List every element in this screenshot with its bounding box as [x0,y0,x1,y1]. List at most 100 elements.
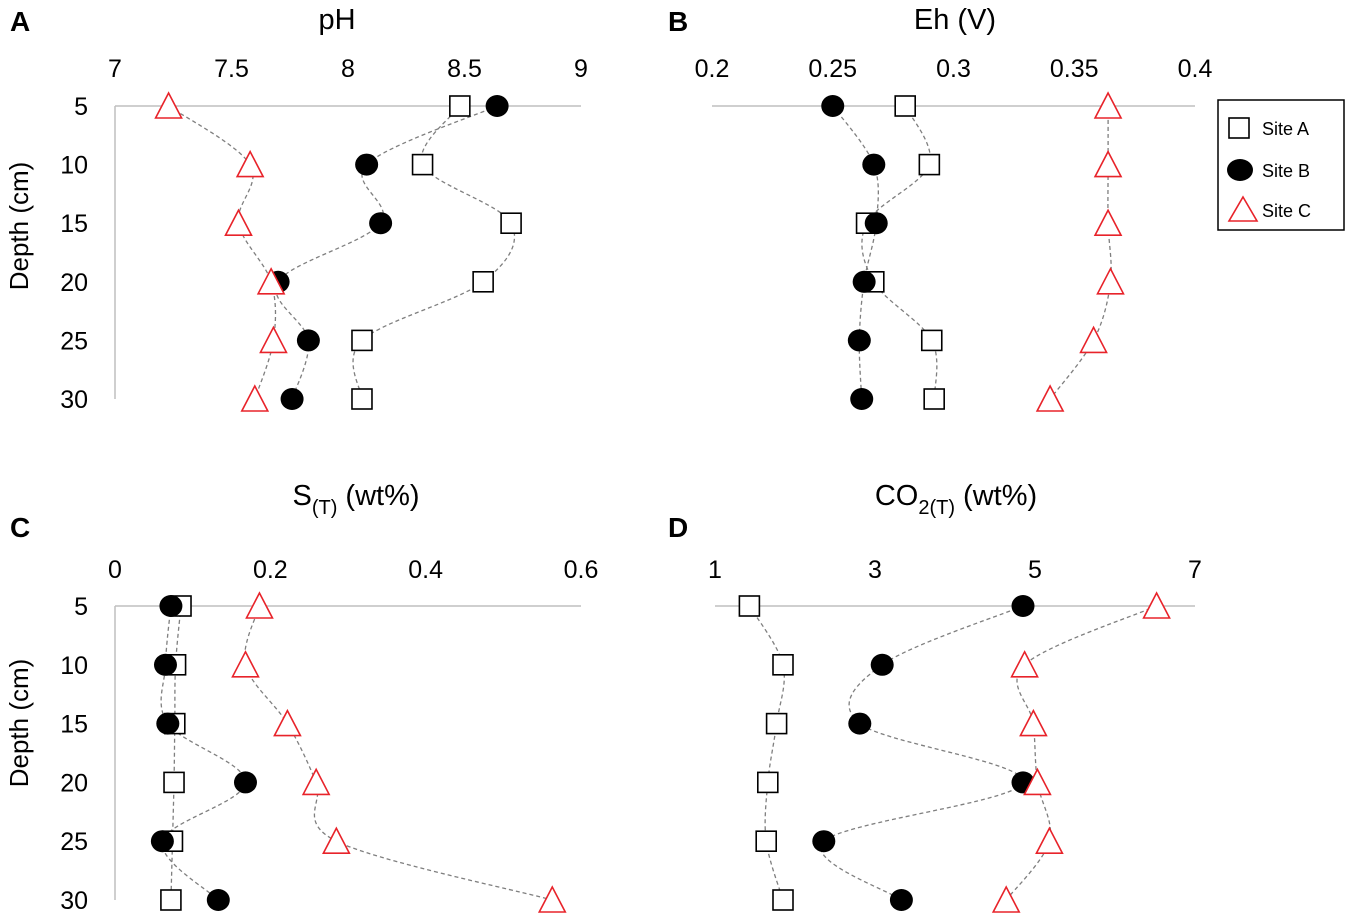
panel-c-y-tick-label: 10 [60,652,88,680]
panel-c-y-tick-label: 30 [60,887,88,915]
panel-d-point-site-c [1035,826,1064,855]
panel-c-y-tick-label: 5 [74,593,88,621]
panel-a-connector-triangle [168,105,277,400]
panel-d-point-site-c [1019,708,1048,737]
panel-d-point-site-a [755,830,778,853]
panel-b-point-site-c [1093,208,1123,236]
panel-a-y-tick-label: 20 [60,269,88,297]
panel-a-y-tick-label: 30 [60,386,88,414]
panel-a-y-tick-label: 25 [60,327,88,355]
panel-b-point-site-a [923,388,945,410]
legend-marker-site-a [1228,117,1250,139]
panel-d-x-tick-label: 5 [1028,556,1042,584]
panel-c-point-site-b [233,771,257,794]
panel-b-point-site-b [847,329,871,352]
panel-c-point-site-b [156,712,180,735]
panel-b-point-site-c [1096,267,1125,295]
panel-a-point-site-a [411,153,434,176]
panel-a-x-tick-label: 8.5 [447,55,482,83]
panel-c-point-site-c [322,826,351,855]
panel-c-point-site-a [163,771,185,794]
panel-a-point-site-b [369,212,393,235]
panel-c-connector-square [170,605,182,901]
panel-c-x-tick-label: 0.6 [564,556,599,584]
panel-c-connector-circle [160,605,247,901]
panel-c-y-tick-label: 20 [60,769,88,797]
panel-c-point-site-a [160,889,182,911]
panel-letter-b: B [668,6,688,37]
panel-a-x-tick-label: 7 [108,55,122,83]
panel-a-point-site-a [449,95,471,117]
panel-c-point-site-c [245,591,274,619]
panel-c-point-site-c [231,650,260,678]
panel-c-y-tick-label: 25 [60,828,88,856]
panel-a-point-site-b [485,95,509,117]
panel-a-title: pH [318,4,355,36]
panel-letter-c: C [10,512,30,543]
panel-d-title-sub: 2(T) [918,497,955,519]
panel-c-connector-triangle [244,605,553,901]
panel-d-title: CO2(T) (wt%) [875,480,1037,519]
panel-b-point-site-a [918,153,941,176]
panel-c-title: S(T) (wt%) [292,480,419,519]
panel-d-point-site-b [848,712,872,735]
panel-c-point-site-b [150,830,174,853]
panel-d-connector-circle [820,605,1024,901]
panel-d-connector-triangle [1005,605,1157,901]
panel-b-point-site-c [1093,149,1123,178]
panel-d-x-tick-label: 1 [708,556,722,584]
panel-a-x-tick-label: 9 [574,55,588,83]
panel-a-x-tick-label: 7.5 [214,55,249,83]
panel-c-title-sub: (T) [312,497,338,519]
panel-a-point-site-b [296,329,320,352]
panel-b-point-site-b [850,388,874,410]
panel-letter-a: A [10,6,30,37]
panel-c-point-site-c [301,767,331,796]
panel-a-x-tick-label: 8 [341,55,355,83]
panel-a-connector-square [352,105,516,400]
panel-letter-d: D [668,512,688,543]
panel-d-x-tick-label: 3 [868,556,882,584]
panel-a-point-site-c [235,149,265,178]
panel-d-point-site-a [765,712,788,735]
legend-label-site-a: Site A [1262,119,1309,139]
panel-a-ylabel: Depth (cm) [4,162,34,291]
panel-c-title-base: S [292,480,311,512]
panel-b-connector-circle [832,105,879,400]
panel-b-x-tick-label: 0.4 [1178,55,1213,83]
panel-a-point-site-c [240,384,270,412]
panel-a-point-site-b [280,388,304,410]
panel-d-x-tick-label: 7 [1188,556,1202,584]
panel-d-point-site-a [756,771,779,794]
panel-d-point-site-b [812,830,836,853]
panel-d-point-site-b [870,653,894,676]
panel-a-y-tick-label: 15 [60,210,88,238]
legend: Site A Site B Site C [1217,99,1345,231]
panel-d-point-site-a [772,889,794,911]
panel-b-x-tick-label: 0.3 [936,55,971,83]
panel-a-point-site-c [154,91,183,119]
legend-label-site-c: Site C [1262,201,1311,221]
panel-c-x-tick-label: 0 [108,556,122,584]
panel-b-connector-square [861,105,938,400]
panel-d-point-site-c [1023,767,1052,796]
panel-c-title-rest: (wt%) [337,480,419,512]
panel-b-point-site-a [894,95,917,117]
panel-d-point-site-a [738,595,761,617]
legend-marker-site-b [1227,159,1253,181]
panel-d-point-site-c [1142,591,1171,619]
panel-a-point-site-c [256,267,286,295]
panel-b-point-site-b [821,95,845,117]
panel-a-y-tick-label: 5 [74,93,88,121]
panel-a-connector-circle [275,105,498,400]
panel-d-point-site-b [1011,595,1035,617]
panel-b-point-site-c [1035,384,1065,412]
panel-c-x-tick-label: 0.4 [408,556,443,584]
panel-a-point-site-a [500,212,522,234]
panel-d-point-site-c [1010,650,1039,678]
legend-marker-site-c [1227,195,1259,222]
panel-b-point-site-b [852,270,876,293]
panel-d-point-site-a [772,653,794,676]
